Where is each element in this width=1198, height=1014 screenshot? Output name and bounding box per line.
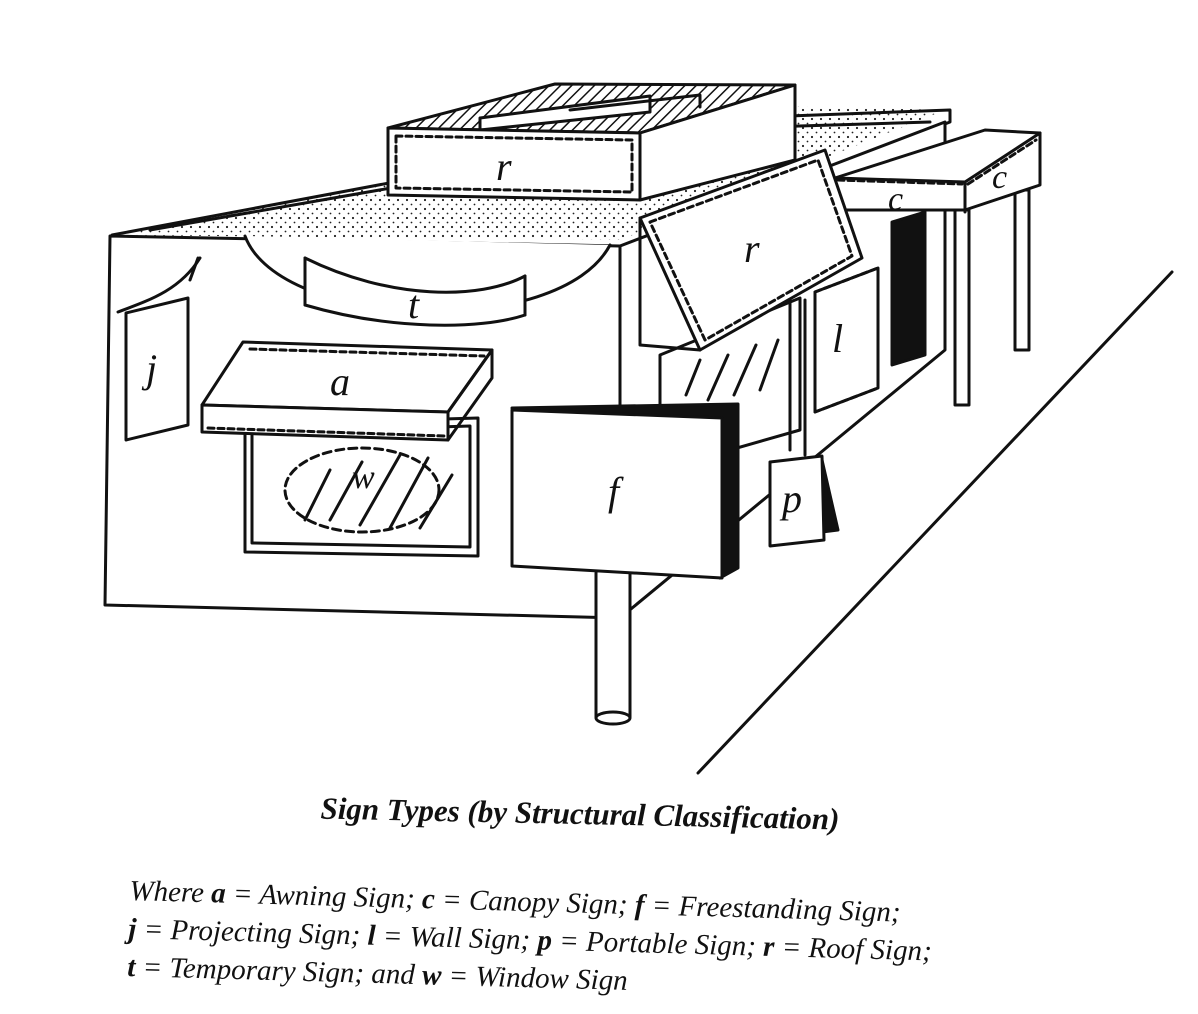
label-roof-angled: r (744, 226, 760, 271)
legend-code-l: l (367, 919, 377, 952)
doorway (890, 210, 927, 367)
legend-name-t: Temporary Sign (169, 952, 355, 990)
legend-code-p: p (537, 924, 553, 957)
legend-name-w: Window Sign (475, 960, 629, 997)
label-portable: p (779, 476, 802, 521)
legend-code-j: j (127, 912, 137, 946)
projecting-sign (124, 296, 190, 442)
freestanding-post (594, 568, 632, 722)
label-wall: l (832, 316, 843, 361)
roof-sign-top (386, 126, 642, 202)
legend-name-l: Wall Sign (409, 920, 521, 956)
legend-name-c: Canopy Sign (468, 884, 619, 921)
legend-code-c: c (421, 883, 436, 916)
freestanding-sign (510, 408, 724, 580)
legend-name-p: Portable Sign (585, 925, 747, 963)
legend-code-w: w (421, 959, 442, 992)
window-sign (283, 446, 441, 534)
legend-code-a: a (210, 877, 227, 910)
portable-sign (768, 454, 826, 548)
legend-name-r: Roof Sign (808, 931, 923, 968)
caption-title: Sign Types (by Structural Classification… (320, 790, 840, 837)
label-roof-top: r (496, 144, 512, 189)
label-canopy-left: c (888, 181, 903, 218)
legend-code-t: t (126, 950, 136, 984)
legend-closing: and (370, 957, 416, 991)
sign-types-illustration: r r c c t j a w f p l (103, 82, 1174, 775)
street-line (696, 270, 1174, 775)
legend-code-r: r (762, 930, 775, 964)
label-projecting: j (141, 346, 157, 391)
sign-legend: Where a = Awning Sign; c = Canopy Sign; … (127, 872, 1150, 1014)
label-window: w (352, 459, 375, 496)
label-temporary: t (408, 282, 420, 327)
legend-name-j: Projecting Sign (170, 914, 352, 952)
label-awning: a (330, 359, 350, 404)
roof-sign-angled (638, 148, 864, 352)
legend-code-f: f (634, 889, 645, 922)
legend-name-f: Freestanding Sign (678, 890, 892, 929)
label-canopy-right: c (992, 159, 1007, 196)
legend-intro: Where (129, 874, 205, 910)
legend-name-a: Awning Sign (258, 878, 406, 915)
